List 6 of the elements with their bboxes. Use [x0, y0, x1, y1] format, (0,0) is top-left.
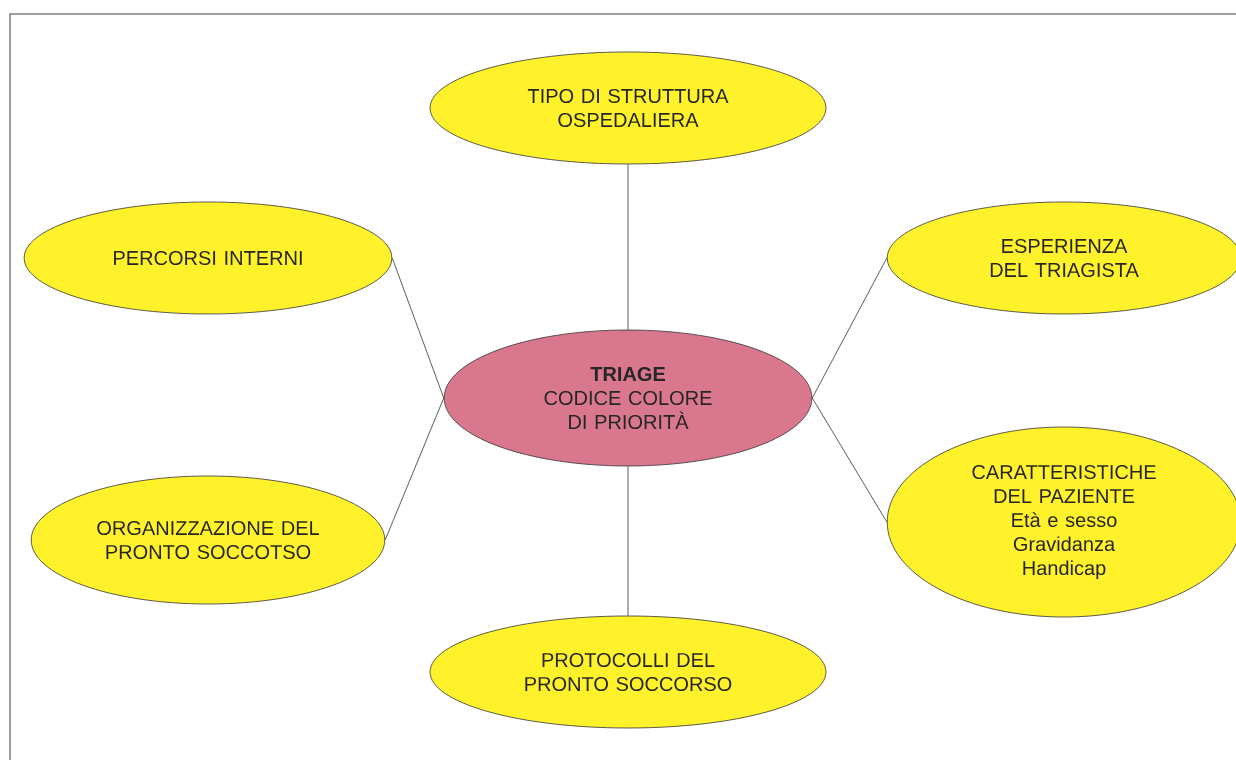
connector-line: [391, 257, 445, 399]
connector-line: [811, 257, 888, 399]
connector-line: [627, 164, 629, 330]
connector-line: [384, 397, 445, 541]
connector-line: [627, 466, 629, 616]
connector-line: [811, 397, 888, 523]
